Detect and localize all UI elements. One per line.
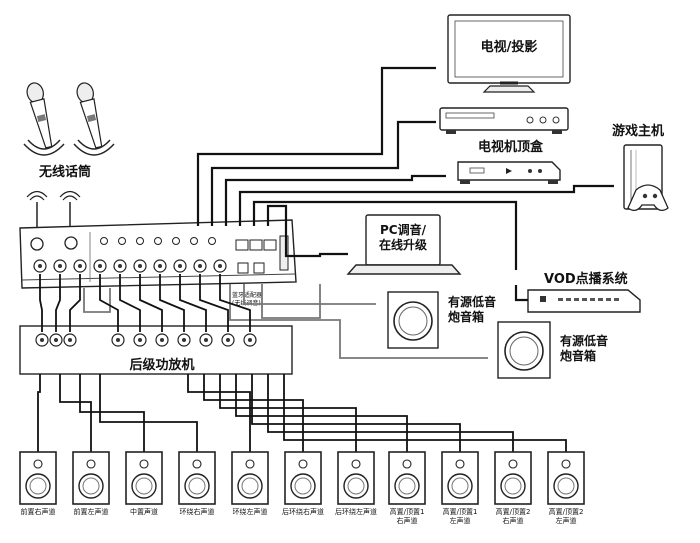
game-console-label: 游戏主机	[612, 123, 664, 139]
wireless-mic-label: 无线话筒	[38, 164, 91, 180]
subwoofer-2-label: 有源低音炮音箱	[560, 333, 608, 363]
laptop-icon	[346, 214, 462, 275]
speaker-2-label: 前置左声道	[74, 507, 109, 516]
speaker-1: 前置右声道	[19, 451, 57, 516]
amp-xlr-inputs	[35, 333, 257, 347]
speaker-5: 环绕左声道	[231, 451, 269, 516]
subwoofer-2-label-line: 有源低音	[560, 333, 608, 348]
receiver-antenna-icons	[26, 190, 81, 228]
tv-projector-label: 电视/投影	[481, 39, 538, 55]
xlr-jack-row	[33, 259, 227, 273]
processor-unit	[19, 219, 297, 289]
subwoofer-2-label-line: 炮音箱	[560, 348, 596, 363]
tv-icon	[447, 14, 571, 93]
speaker-1-label: 前置右声道	[21, 507, 56, 516]
speaker-3-label: 中置声道	[130, 507, 158, 516]
speaker-7: 后环绕左声道	[335, 451, 377, 516]
subwoofer-1-label-line: 炮音箱	[448, 309, 484, 324]
pc-tuning-label: PC调音/在线升级	[379, 222, 427, 252]
rca-jack-row	[100, 237, 216, 245]
speaker-4: 环绕右声道	[178, 451, 216, 516]
speaker-3: 中置声道	[125, 451, 163, 516]
subwoofer-1-label-line: 有源低音	[448, 294, 496, 309]
pc-tuning-label-line: PC调音/	[380, 222, 427, 237]
wireless-mic-icon	[23, 82, 115, 156]
pc-tuning-label-line: 在线升级	[379, 237, 427, 252]
bluetooth-adapter-label-line: (无线调音)	[232, 299, 261, 307]
bluetooth-adapter-label: 蓝牙适配器(无线调音)	[232, 291, 262, 307]
vod-box-icon	[527, 289, 641, 313]
speaker-row: 前置右声道 前置左声道 中置声道 环绕右声道 环绕左声道 后环绕右声道 后环绕左声道 高置/顶…	[19, 451, 585, 525]
amp-to-speaker-cables	[37, 374, 567, 452]
power-amplifier	[19, 325, 293, 375]
subwoofer-1-label: 有源低音炮音箱	[448, 294, 496, 324]
set-top-box-label: 电视机顶盒	[478, 139, 544, 155]
speaker-5-label: 环绕左声道	[233, 507, 268, 516]
game-console-icon	[623, 144, 669, 212]
wires	[83, 66, 614, 359]
speaker-4-label: 环绕右声道	[180, 507, 215, 516]
dvd-player-icon	[439, 107, 569, 134]
processor-to-amp-cables	[39, 274, 251, 332]
speaker-7-label: 后环绕左声道	[335, 507, 377, 516]
power-amp-label: 后级功放机	[129, 357, 194, 373]
speaker-2: 前置左声道	[72, 451, 110, 516]
subwoofer-1-icon	[387, 291, 439, 349]
subwoofer-2-icon	[497, 321, 551, 379]
bluetooth-adapter-label-line: 蓝牙适配器	[232, 291, 262, 299]
vod-system-label: VOD点播系统	[544, 271, 628, 287]
set-top-box-icon	[457, 161, 561, 184]
speaker-6-label: 后环绕右声道	[282, 507, 324, 516]
speaker-6: 后环绕右声道	[282, 451, 324, 516]
